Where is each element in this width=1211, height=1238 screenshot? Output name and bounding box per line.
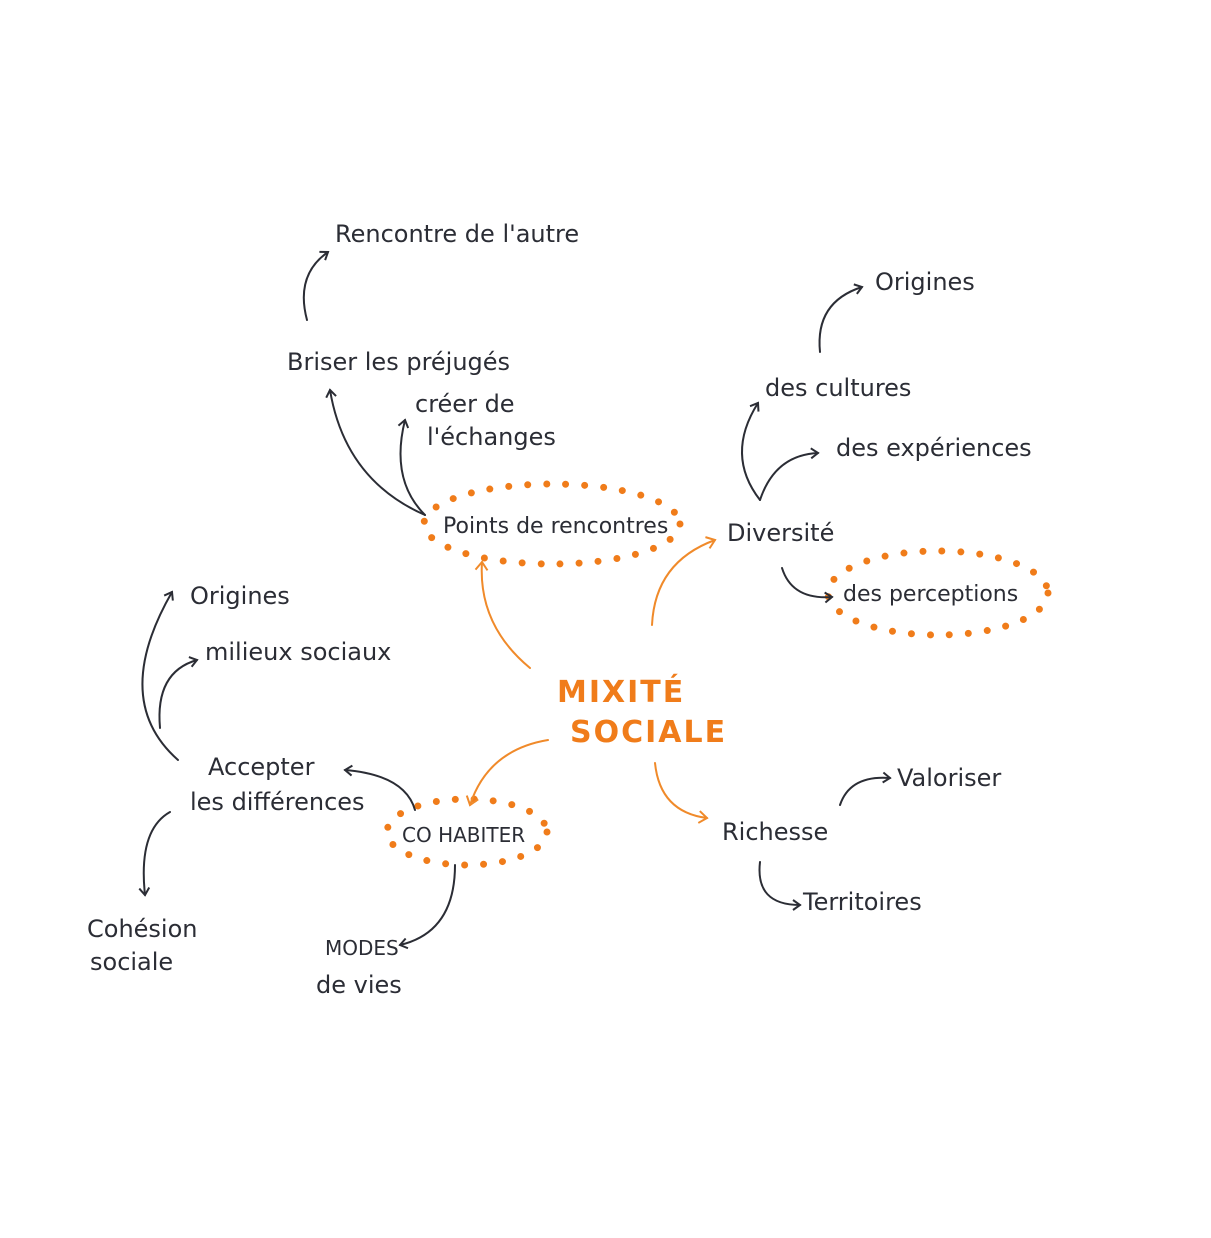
node-experiences: des expériences — [836, 434, 1032, 462]
node-milieux: milieux sociaux — [205, 638, 391, 666]
arrow-diversite-perceptions — [781, 567, 834, 604]
arrow-points-creer — [397, 418, 426, 516]
arrow-cohabiter-accepter — [343, 764, 416, 811]
arrow-diversite-cultures — [741, 401, 761, 501]
arrow-richesse-valoriser — [839, 771, 892, 806]
arrow-diversite-experiences — [759, 447, 820, 501]
node-points: Points de rencontres — [443, 514, 668, 539]
node-cohabiter: CO HABITER — [402, 823, 525, 847]
arrow-center-richesse — [654, 762, 709, 824]
arrow-center-cohabiter — [465, 739, 549, 807]
node-cultures: des cultures — [765, 374, 911, 402]
center-title-line1: MIXITÉ — [557, 674, 685, 710]
arrow-richesse-territoires — [758, 861, 802, 911]
node-diversite: Diversité — [727, 519, 834, 547]
node-accepter-line1: Accepter — [208, 753, 315, 781]
arrow-cohabiter-modes — [398, 864, 456, 950]
node-territoires: Territoires — [802, 888, 922, 916]
arrow-accepter-origines — [141, 590, 179, 761]
node-perceptions: des perceptions — [843, 582, 1018, 607]
node-origines-right: Origines — [875, 268, 975, 296]
arrow-center-points — [474, 560, 531, 669]
arrow-accepter-milieux — [158, 656, 199, 729]
node-valoriser: Valoriser — [897, 764, 1001, 792]
arrow-accepter-cohesion — [138, 811, 171, 897]
node-rencontre: Rencontre de l'autre — [335, 220, 579, 248]
arrow-briser-rencontre — [302, 250, 330, 321]
node-creer-line1: créer de — [415, 390, 515, 418]
arrow-points-briser — [325, 388, 426, 516]
arrow-center-diversite — [651, 536, 717, 626]
node-richesse: Richesse — [722, 818, 828, 846]
node-cohesion-line1: Cohésion — [87, 915, 197, 943]
node-origines-left: Origines — [190, 582, 290, 610]
node-modes-line1: MODES — [325, 936, 399, 960]
cohabiter-dotted-outline — [383, 795, 551, 869]
center-title-line2: SOCIALE — [570, 715, 727, 750]
node-creer-line2: l'échanges — [427, 423, 556, 451]
node-modes-line2: de vies — [316, 971, 402, 999]
arrow-cultures-origines — [818, 283, 864, 353]
node-accepter-line2: les différences — [190, 788, 365, 816]
node-briser: Briser les préjugés — [287, 348, 510, 376]
points-dotted-outline — [420, 480, 684, 568]
node-cohesion-line2: sociale — [90, 948, 173, 976]
